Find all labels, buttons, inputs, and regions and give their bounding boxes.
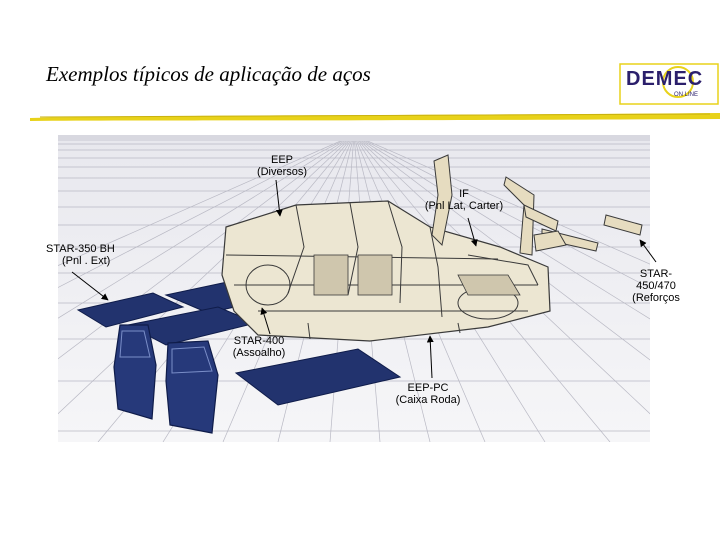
callout-star350: STAR-350 BH (Pnl . Ext)	[46, 243, 134, 267]
callout-eep-name: EEP	[247, 154, 317, 166]
car-body-illustration	[58, 135, 650, 442]
callout-if-desc: (Pnl Lat, Carter)	[414, 200, 514, 212]
callout-star400: STAR-400 (Assoalho)	[224, 335, 294, 359]
demec-logo: DEMEC ON LINE	[618, 62, 720, 108]
callout-star450-name: STAR-	[622, 268, 690, 280]
callout-star450-grade: 450/470	[622, 280, 690, 292]
callout-star350-name: STAR-350 BH	[46, 243, 134, 255]
callout-if: IF (Pnl Lat, Carter)	[414, 188, 514, 212]
callout-eeppc-name: EEP-PC	[388, 382, 468, 394]
callout-star400-desc: (Assoalho)	[224, 347, 294, 359]
callout-star450-desc: (Reforços	[622, 292, 690, 304]
callout-star350-desc: (Pnl . Ext)	[46, 255, 134, 267]
callout-eep-desc: (Diversos)	[247, 166, 317, 178]
callout-star400-name: STAR-400	[224, 335, 294, 347]
title-underline	[30, 110, 720, 122]
callout-star450: STAR- 450/470 (Reforços	[622, 268, 690, 304]
callout-if-name: IF	[414, 188, 514, 200]
door-front	[114, 325, 156, 419]
logo-subtext: ON LINE	[674, 92, 698, 98]
logo-text: DEMEC	[626, 68, 703, 91]
door-rear	[166, 341, 218, 433]
callout-eeppc: EEP-PC (Caixa Roda)	[388, 382, 468, 406]
slide-title: Exemplos típicos de aplicação de aços	[46, 62, 371, 87]
callout-eeppc-desc: (Caixa Roda)	[388, 394, 468, 406]
callout-eep: EEP (Diversos)	[247, 154, 317, 178]
